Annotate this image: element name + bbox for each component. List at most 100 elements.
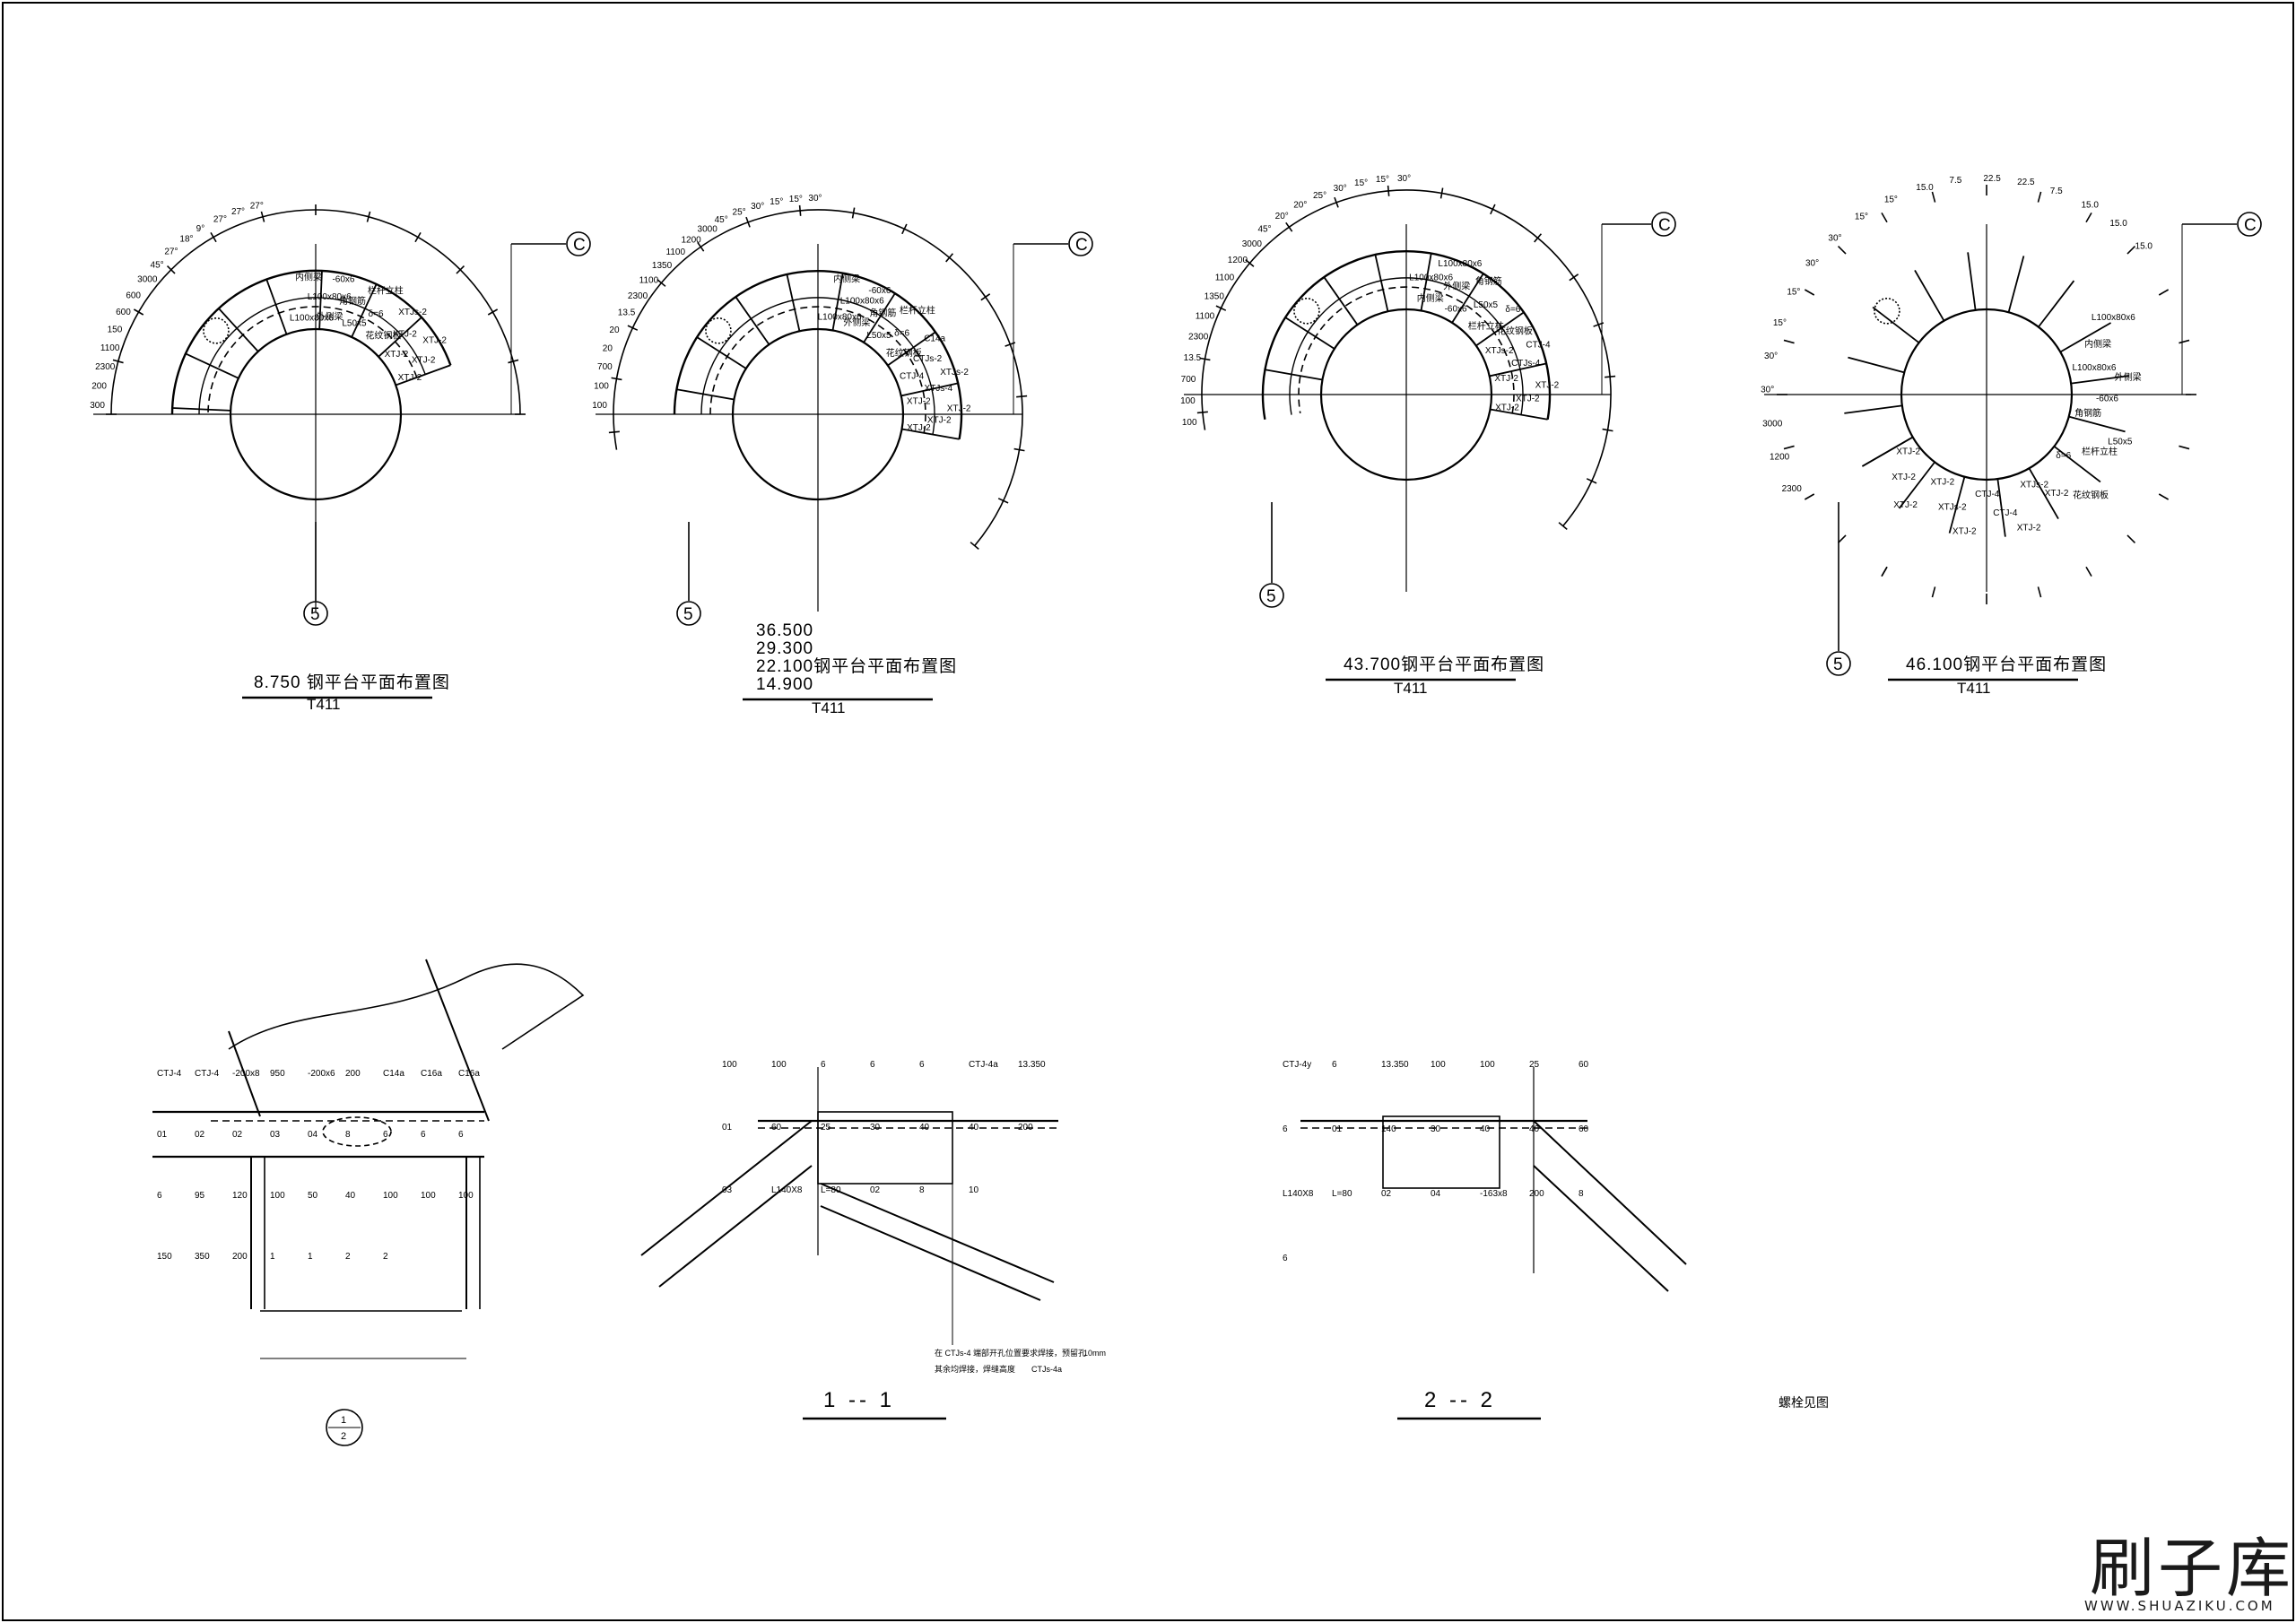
- plan-label: XTJ-2: [927, 415, 952, 425]
- angle-tick: [1334, 196, 1339, 208]
- dimension-arc: [613, 209, 1023, 547]
- joint-label: 200: [345, 1069, 361, 1079]
- plan-label: L50x5: [342, 318, 367, 328]
- plan-label: 22.5: [1983, 174, 2001, 184]
- angle-tick: [2037, 586, 2042, 598]
- radial-beam: [2068, 415, 2126, 433]
- plan-label: 20: [609, 325, 620, 335]
- plan-label: 27°: [164, 247, 178, 256]
- section-2-label: 04: [1431, 1189, 1441, 1199]
- section-2-label: 40: [1529, 1124, 1540, 1134]
- plan-label: XTJ-2: [907, 423, 931, 433]
- plan-label: 100: [592, 401, 607, 411]
- plan-label: 18°: [179, 235, 193, 245]
- joint-label: 100: [383, 1191, 398, 1201]
- plan-label: 1100: [1215, 273, 1235, 283]
- axis-bubble-c-circle: [1068, 231, 1093, 256]
- radial-beam: [696, 336, 747, 369]
- axis-bubble-5-circle: [1826, 651, 1851, 676]
- joint-label: 350: [195, 1252, 210, 1262]
- section-1-label: CTJ-4a: [969, 1060, 998, 1070]
- section-2-label: 6: [1283, 1254, 1288, 1263]
- angle-tick: [851, 207, 856, 219]
- joint-label: CTJ-4: [157, 1069, 182, 1079]
- joint-label: 40: [345, 1191, 356, 1201]
- plan-label: 15°: [770, 197, 783, 207]
- angle-tick: [508, 359, 519, 364]
- plan-label: 花纹钢板: [2073, 490, 2109, 501]
- plan-label: 内侧梁: [1417, 292, 1444, 304]
- plan-label: 30°: [1764, 352, 1778, 361]
- plan-label: XTJ-2: [1494, 374, 1518, 384]
- plan-label: 内侧梁: [833, 273, 860, 284]
- radial-beam: [887, 331, 936, 367]
- plan-label: XTJ-2: [412, 356, 436, 366]
- plan-1-title: 8.750 钢平台平面布置图: [254, 673, 450, 692]
- section-1-label: 6: [919, 1060, 925, 1070]
- plan-4-code: T411: [1957, 680, 1991, 697]
- plan-label: 1100: [666, 247, 686, 257]
- radial-beam: [218, 308, 259, 352]
- axis-bubble-c: C: [2244, 216, 2257, 235]
- plan-label: 15°: [1884, 195, 1898, 205]
- plan-label: XTJ-2: [947, 404, 971, 413]
- plan-label: 27°: [231, 207, 245, 217]
- outer-beam-inner: [700, 297, 935, 435]
- plan-label: 外侧梁: [317, 311, 344, 323]
- plan-label: L100x80x6: [308, 292, 352, 302]
- radial-beam: [1323, 276, 1359, 325]
- plan-label: XTJs-2: [2020, 480, 2048, 490]
- radial-beam: [1861, 436, 1914, 467]
- plan-2-elevation-3: 22.100钢平台平面布置图: [756, 657, 958, 676]
- section-2-label: 25: [1529, 1060, 1540, 1070]
- plan-label: 100: [1182, 418, 1197, 428]
- plan-2-elevations: 36.500 29.300 22.100钢平台平面布置图 14.900: [756, 622, 957, 694]
- section-1-note-1: 在 CTJs-4 端部开孔位置要求焊接，预留孔: [935, 1348, 1086, 1358]
- angle-tick: [697, 241, 705, 252]
- joint-label: 1: [308, 1252, 313, 1262]
- plan-label: 2300: [1782, 484, 1803, 494]
- angle-tick: [1586, 478, 1597, 484]
- bolt-note: 螺栓见图: [1779, 1395, 1829, 1410]
- joint-label: CTJ-4: [195, 1069, 220, 1079]
- angle-tick: [456, 265, 465, 274]
- checker-plate: [705, 317, 732, 344]
- plan-label: -60x6: [1445, 304, 1467, 314]
- plan-label: XTJs-2: [398, 308, 427, 317]
- section-2-label: 02: [1381, 1189, 1392, 1199]
- section-1-label: 25: [821, 1123, 831, 1133]
- plan-label: XTJ-2: [1516, 394, 1540, 404]
- plan-label: 2300: [628, 291, 648, 301]
- diagonal-brace-right: [820, 1183, 1055, 1283]
- joint-label: 2: [383, 1252, 388, 1262]
- plan-label: 700: [1181, 375, 1196, 385]
- angle-tick: [2126, 245, 2136, 255]
- radial-beam: [1967, 252, 1977, 310]
- plan-label: 1200: [1228, 256, 1248, 265]
- plan-label: 13.5: [1184, 353, 1202, 363]
- angle-tick: [657, 278, 666, 287]
- radial-beam: [1475, 311, 1525, 347]
- angle-tick: [901, 223, 908, 235]
- brace-right: [425, 959, 490, 1122]
- section-1-label: 01: [722, 1123, 733, 1133]
- joint-label: -200x6: [308, 1069, 335, 1079]
- plan-2-elevation-2: 29.300: [756, 639, 814, 658]
- plan-label: 外侧梁: [2115, 371, 2142, 383]
- plan-label: 15°: [1773, 318, 1787, 328]
- diagonal-brace-2: [1533, 1165, 1669, 1292]
- plan-label: XTJ-2: [1952, 526, 1977, 536]
- angle-tick: [1439, 187, 1444, 199]
- plan-label: 15.0: [2135, 241, 2153, 251]
- plan-label: 9°: [196, 224, 205, 234]
- plan-label: L100x80x6: [818, 312, 862, 322]
- plan-label: 外侧梁: [843, 317, 870, 328]
- platform-plan-4: C5XTJ-2XTJ-2XTJ-2XTJ-2XTJs-2XTJ-2CTJ-4CT…: [1761, 174, 2262, 681]
- plan-label: δ=6: [369, 309, 384, 319]
- radial-beam: [1848, 356, 1905, 374]
- section-1-label: 03: [722, 1185, 733, 1195]
- joint-label: 200: [232, 1252, 248, 1262]
- radial-beam: [1374, 254, 1389, 312]
- plan-label: 1100: [100, 343, 120, 353]
